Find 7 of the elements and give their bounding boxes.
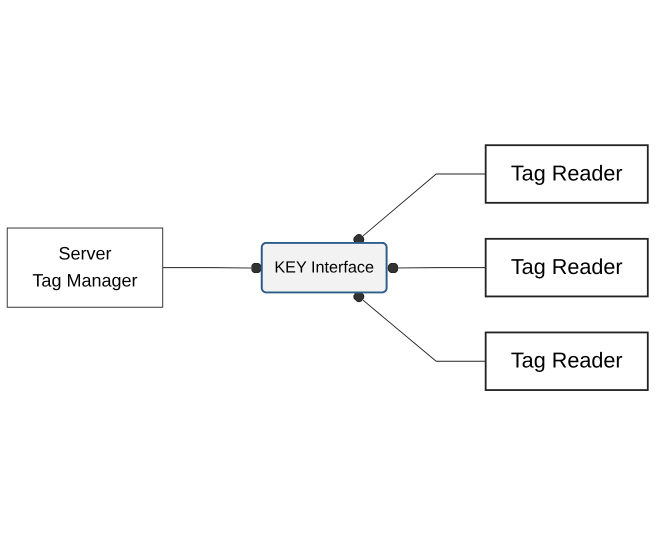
connector	[386, 262, 486, 274]
node-box: Tag Reader	[484, 238, 649, 298]
connector	[353, 292, 486, 362]
node-box: Server Tag Manager	[6, 228, 164, 308]
node-box: Tag Reader	[484, 144, 649, 204]
connector	[162, 262, 263, 274]
node-box: Tag Reader	[484, 332, 649, 392]
